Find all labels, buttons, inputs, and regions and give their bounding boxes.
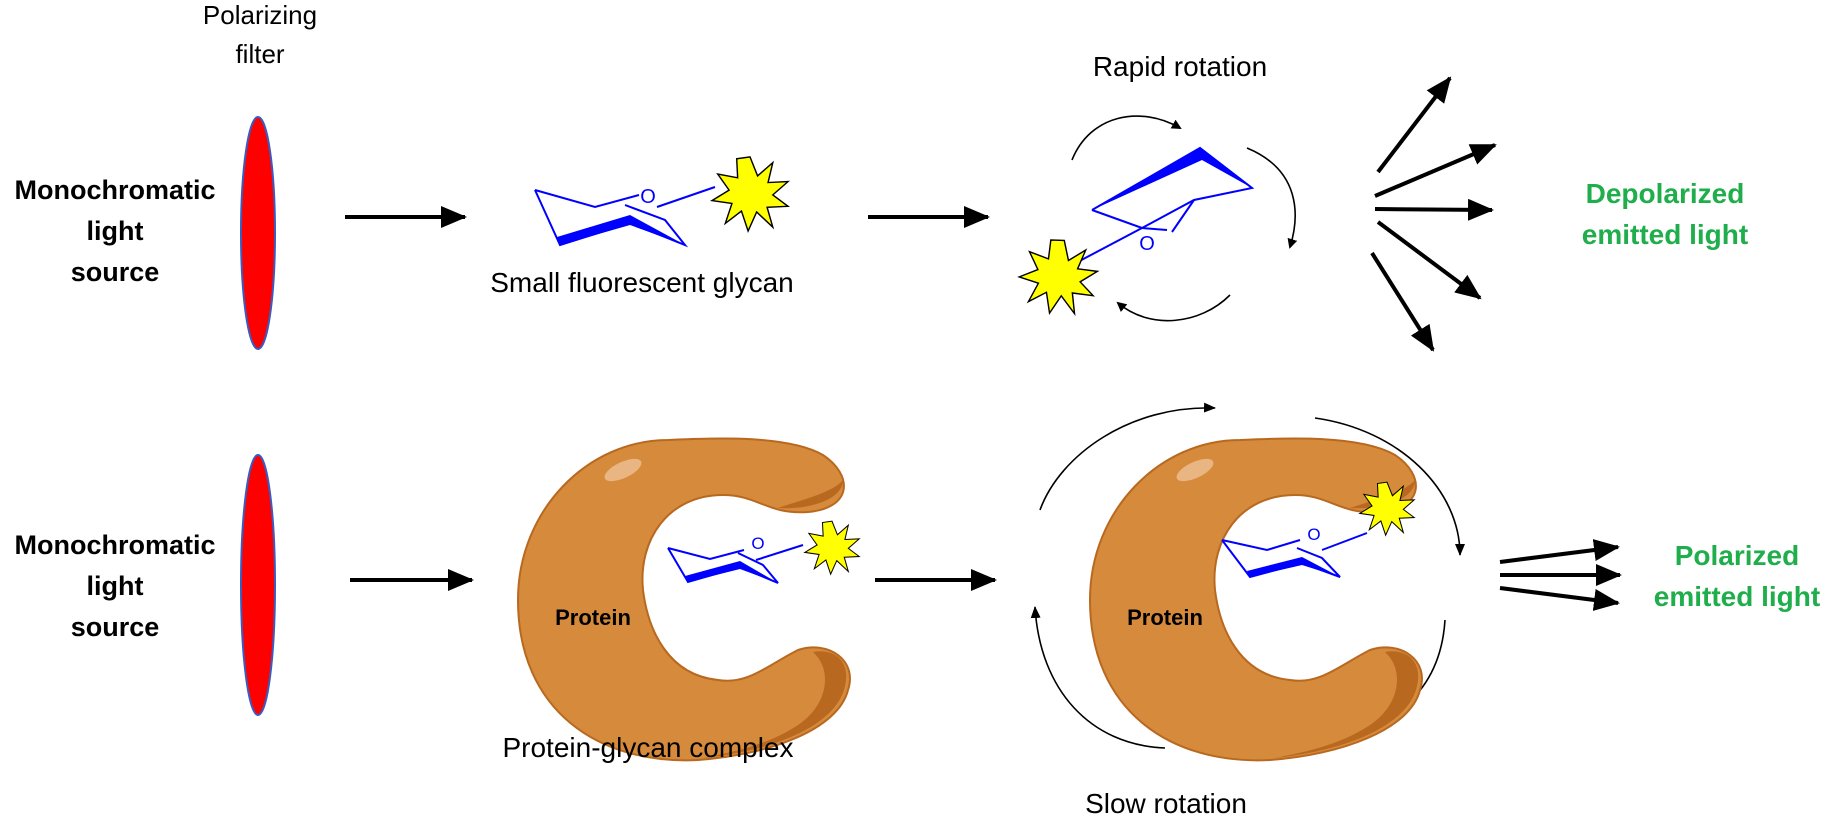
crescent-protein-icon (517, 437, 851, 762)
protein-label-1: Protein (555, 605, 631, 630)
protein-label-2: Protein (1127, 605, 1203, 630)
svg-text:light: light (87, 571, 144, 601)
small-glycan-label: Small fluorescent glycan (490, 267, 793, 298)
slow-rotation-label: Slow rotation (1085, 788, 1247, 819)
svg-text:O: O (751, 534, 764, 553)
svg-text:Monochromatic: Monochromatic (14, 530, 215, 560)
polarizing-filter-bottom (240, 454, 276, 716)
svg-text:light: light (87, 216, 144, 246)
bound-glycan-1: O (667, 534, 804, 584)
polarized-emission-arrows (1499, 539, 1622, 611)
light-source-label-top: Monochromatic light source (14, 175, 215, 287)
svg-text:emitted light: emitted light (1654, 581, 1820, 612)
starburst-icon (1013, 233, 1103, 321)
svg-text:O: O (1307, 525, 1320, 544)
depolarized-emission-arrows (1370, 76, 1497, 352)
svg-text:emitted light: emitted light (1582, 219, 1748, 250)
svg-text:Depolarized: Depolarized (1586, 178, 1745, 209)
pyranose-ring-icon: O (534, 186, 716, 248)
rotated-glycan-top: O (1071, 146, 1255, 266)
polarized-label: Polarized emitted light (1654, 540, 1820, 612)
polarizing-filter-label-line2: filter (235, 39, 284, 69)
light-source-label-bottom: Monochromatic light source (14, 530, 215, 642)
svg-text:O: O (640, 186, 656, 208)
depolarized-label: Depolarized emitted light (1582, 178, 1748, 250)
rapid-rotation-label: Rapid rotation (1093, 51, 1267, 82)
starburst-icon (711, 156, 789, 232)
rapid-rotation-arrows (1071, 115, 1298, 322)
svg-text:source: source (71, 612, 160, 642)
polarizing-filter-label-line1: Polarizing (203, 0, 317, 30)
polarizing-filter-top (240, 116, 276, 350)
svg-text:source: source (71, 257, 160, 287)
svg-text:Polarized: Polarized (1675, 540, 1799, 571)
starburst-icon (804, 520, 860, 575)
crescent-protein-icon (1089, 437, 1423, 762)
complex-label: Protein-glycan complex (502, 732, 793, 763)
svg-text:O: O (1139, 233, 1155, 255)
svg-text:Monochromatic: Monochromatic (14, 175, 215, 205)
bound-glycan-2: O (1221, 525, 1368, 579)
